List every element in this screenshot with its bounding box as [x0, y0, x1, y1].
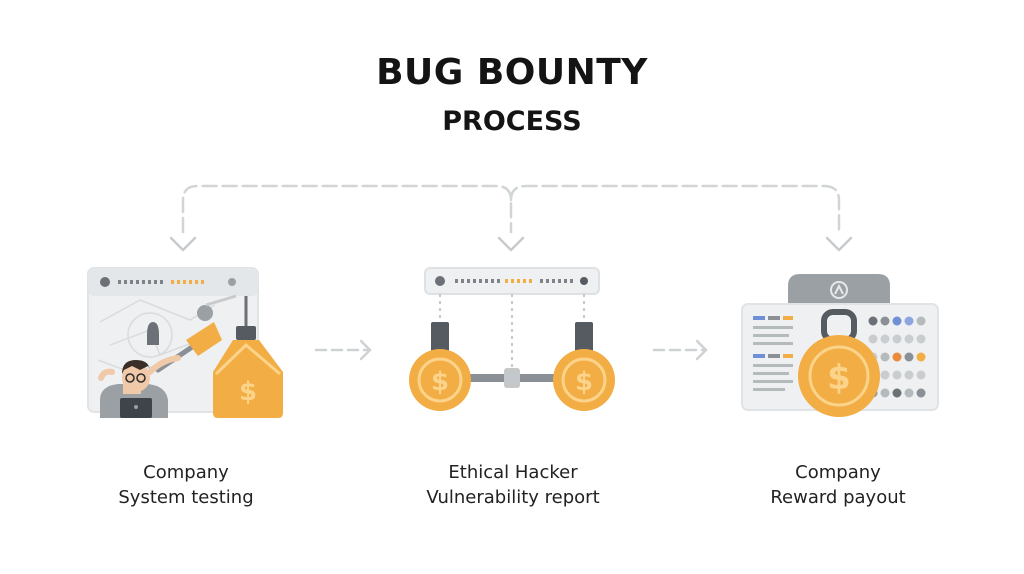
dollar-coin-icon: $: [575, 367, 593, 397]
right-arrow-icon: [652, 339, 708, 361]
dollar-coin-icon: $: [827, 358, 851, 398]
top-connector: [181, 184, 841, 234]
system-testing-illustration: $: [87, 267, 283, 418]
diagram-title: BUG BOUNTY: [376, 52, 648, 93]
reward-payout-illustration: $: [741, 274, 939, 417]
step-2-action: Vulnerability report: [426, 487, 600, 508]
vulnerability-report-illustration: $ $: [409, 267, 615, 411]
step-1-actor: Company: [143, 462, 229, 483]
step-3-caption: Company Reward payout: [718, 460, 958, 510]
dollar-coin-icon: $: [431, 367, 449, 397]
down-arrow-icon: [169, 236, 853, 252]
step-1-caption: Company System testing: [66, 460, 306, 510]
right-arrow-icon: [314, 339, 372, 361]
step-3-actor: Company: [795, 462, 881, 483]
step-2-actor: Ethical Hacker: [448, 462, 578, 483]
step-3-action: Reward payout: [770, 487, 906, 508]
dollar-icon: $: [239, 377, 257, 407]
step-1-action: System testing: [118, 487, 254, 508]
diagram-subtitle: PROCESS: [442, 106, 582, 137]
step-2-caption: Ethical Hacker Vulnerability report: [393, 460, 633, 510]
tester-person-icon: [98, 355, 181, 418]
